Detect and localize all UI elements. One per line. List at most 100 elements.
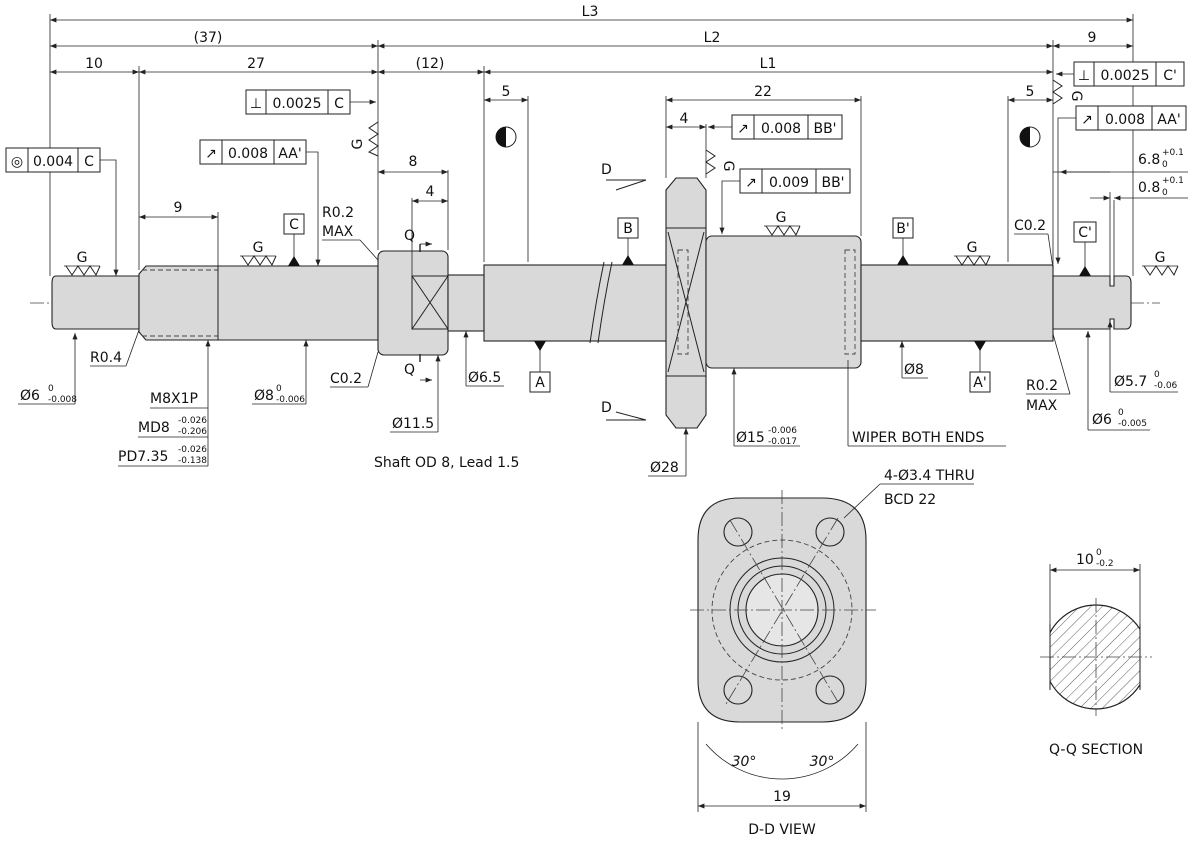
leader — [1055, 117, 1076, 264]
finish-mark: G — [64, 250, 101, 277]
dim-10-qq-up: 0 — [1096, 548, 1102, 558]
gdt-run2-ref: BB' — [813, 121, 836, 137]
gdt-runout-bb-1-frame — [731, 114, 843, 140]
break-line-2 — [597, 261, 613, 344]
leader — [1047, 233, 1054, 269]
gdt-run1-value: 0.008 — [228, 146, 268, 162]
wiper-hidden — [844, 249, 856, 355]
dim-9-label: 9 — [1088, 30, 1097, 46]
angle-30-right: 30° — [810, 754, 835, 770]
bolt-hole — [723, 675, 753, 705]
section-d-top: D — [601, 162, 612, 178]
c02-right: C0.2 — [1014, 218, 1046, 234]
finish-label: G — [720, 161, 736, 172]
dim-68-lo: 0 — [1162, 160, 1168, 170]
leader — [367, 351, 379, 388]
gdt-perp-cp-ref: C' — [1163, 68, 1177, 84]
gdt-runout-aa-right-frame — [1075, 105, 1187, 131]
datum-triangle — [897, 255, 909, 265]
angle-arc — [705, 743, 859, 780]
dim-22-label: 22 — [754, 84, 772, 100]
dia-8-left-up: 0 — [276, 384, 282, 394]
dim-37-label: (37) — [194, 30, 223, 46]
nut-body — [705, 235, 862, 369]
finish-mark: G — [954, 240, 991, 267]
screw-shaft-right — [860, 264, 1054, 342]
gdt-perp-c-ref: C — [334, 96, 344, 112]
finish-mark-vertical: G — [350, 121, 379, 157]
gdt-conc-value: 0.004 — [33, 154, 73, 170]
gdt-run3-ref: BB' — [821, 175, 844, 191]
datum-triangle — [622, 255, 634, 265]
neck — [447, 274, 485, 332]
finish-label: G — [350, 139, 366, 150]
dia-6-right-up: 0 — [1118, 408, 1124, 418]
md8-lo: -0.206 — [178, 427, 207, 437]
flange-x-2 — [667, 231, 705, 373]
dia-15-lo: -0.017 — [768, 437, 797, 447]
shaft-main-view — [30, 177, 1160, 429]
datum-triangle — [288, 256, 300, 266]
dia-6-right: Ø6 — [1092, 412, 1112, 428]
dim-5-right-label: 5 — [1026, 84, 1035, 100]
dim-9-thread-label: 9 — [174, 200, 183, 216]
dia-57: Ø5.7 — [1114, 374, 1147, 390]
holes-note: 4-Ø3.4 THRU — [884, 468, 975, 484]
gdt-run3-value: 0.009 — [769, 175, 809, 191]
leader — [359, 239, 379, 261]
finish-label: G — [253, 240, 264, 256]
finish-symbol — [1052, 79, 1063, 105]
datum-a: A — [535, 375, 545, 391]
datums: C B A B' A' C' — [283, 213, 1097, 393]
runout-icon: ↗ — [737, 121, 749, 137]
md8: MD8 — [138, 420, 170, 436]
gdt-run4-ref: AA' — [1157, 112, 1180, 128]
dia-8-right: Ø8 — [904, 362, 924, 378]
right-journal — [1052, 275, 1132, 330]
angle-30-left: 30° — [732, 754, 757, 770]
qq-section: 10 0 -0.2 Q-Q SECTION — [1040, 548, 1152, 758]
shaft-note: Shaft OD 8, Lead 1.5 — [374, 455, 519, 471]
finish-symbol — [241, 255, 277, 267]
bolt-hole — [723, 517, 753, 547]
md8-up: -0.026 — [178, 416, 207, 426]
dim-10-label: 10 — [85, 56, 103, 72]
runout-icon: ↗ — [205, 146, 217, 162]
dim-08-up: +0.1 — [1162, 176, 1184, 186]
gdt-perp-cp-value: 0.0025 — [1101, 68, 1150, 84]
datum-triangle — [534, 341, 546, 351]
dim-4-collar-label: 4 — [426, 184, 435, 200]
datum-c-prime: C' — [1078, 225, 1092, 241]
dia-65: Ø6.5 — [468, 370, 501, 386]
dim-4-flange-label: 4 — [680, 111, 689, 127]
runout-icon: ↗ — [745, 175, 757, 191]
dia-28: Ø28 — [650, 460, 679, 476]
section-d-bottom: D — [601, 400, 612, 416]
surface-finish-marks: G G G G G G G — [64, 79, 1179, 277]
dim-8-collar-label: 8 — [409, 154, 418, 170]
datum-triangle — [1079, 266, 1091, 276]
datum-a-prime: A' — [973, 375, 986, 391]
finish-label: G — [776, 210, 787, 226]
finish-symbol — [65, 265, 101, 277]
finish-label: G — [1068, 91, 1084, 102]
pd735-up: -0.026 — [178, 445, 207, 455]
finish-mark: G — [764, 210, 801, 237]
finish-mark-vertical: G — [1052, 79, 1084, 105]
concentricity-icon: ◎ — [11, 154, 23, 170]
dim-68-up: +0.1 — [1162, 148, 1184, 158]
break-line-1 — [589, 261, 605, 344]
bolt-hole — [815, 517, 845, 547]
dim-19-label: 19 — [773, 789, 791, 805]
fill-symbols — [495, 126, 1041, 148]
finish-mark: G — [240, 240, 277, 267]
section-d-markers: D D — [601, 162, 647, 421]
dim-L2-label: L2 — [704, 30, 721, 46]
dim-08: 0.8 — [1138, 180, 1160, 196]
dia-115: Ø11.5 — [392, 416, 434, 432]
dia-8-left: Ø8 — [254, 388, 274, 404]
r02-max-right-1: R0.2 — [1026, 378, 1058, 394]
leader — [125, 329, 140, 367]
finish-label: G — [1155, 250, 1166, 266]
